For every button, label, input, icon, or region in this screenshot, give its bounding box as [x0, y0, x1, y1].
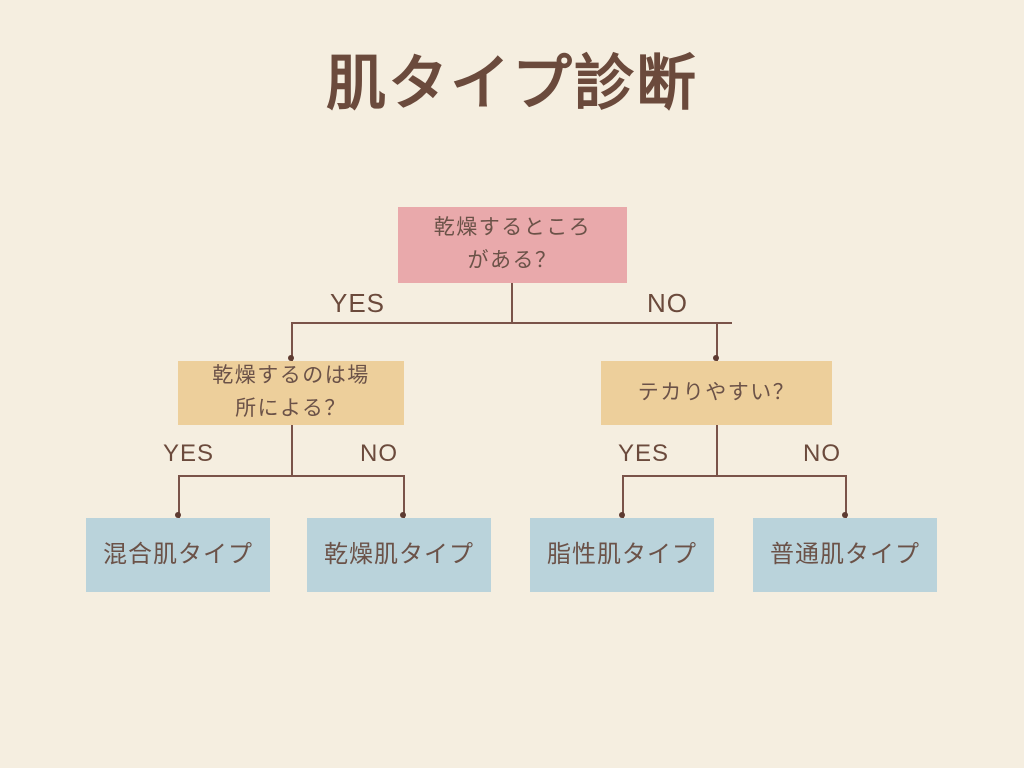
edge-label-right-yes: YES	[618, 440, 670, 467]
connector-root-split	[291, 322, 732, 324]
result-oily-text: 脂性肌タイプ	[547, 541, 697, 569]
question-node-left[interactable]: 乾燥するのは場 所による？	[178, 361, 404, 425]
arrowhead-root-to-right	[713, 355, 719, 361]
connector-left-to-result1	[178, 475, 180, 518]
connector-left-split	[178, 475, 404, 477]
question-root-text: 乾燥するところ がある？	[433, 216, 592, 272]
edge-label-left-no: NO	[360, 440, 398, 467]
question-node-right[interactable]: テカりやすい？	[601, 361, 832, 425]
arrowhead-root-to-left	[288, 355, 294, 361]
arrowhead-right-to-result4	[842, 512, 848, 518]
edge-label-left-yes: YES	[163, 440, 215, 467]
edge-label-root-yes: YES	[330, 288, 386, 318]
edge-label-root-no: NO	[647, 288, 688, 318]
connector-right-to-result4	[845, 475, 847, 518]
connector-left-stem	[291, 425, 293, 475]
connector-left-to-result2	[403, 475, 405, 518]
connector-right-to-result3	[622, 475, 624, 518]
connector-right-stem	[716, 425, 718, 475]
question-left-text: 乾燥するのは場 所による？	[212, 364, 370, 420]
connector-root-stem	[511, 283, 513, 322]
page-title: 肌タイプ診断	[326, 50, 698, 117]
arrowhead-left-to-result1	[175, 512, 181, 518]
connector-right-split	[622, 475, 846, 477]
arrowhead-left-to-result2	[400, 512, 406, 518]
result-node-normal[interactable]: 普通肌タイプ	[753, 518, 937, 592]
result-node-oily[interactable]: 脂性肌タイプ	[530, 518, 714, 592]
question-right-text: テカりやすい？	[637, 380, 796, 404]
result-node-dry[interactable]: 乾燥肌タイプ	[307, 518, 491, 592]
connector-root-to-left	[291, 322, 293, 361]
result-combination-text: 混合肌タイプ	[103, 541, 253, 569]
question-node-root[interactable]: 乾燥するところ がある？	[398, 207, 627, 283]
result-normal-text: 普通肌タイプ	[770, 541, 920, 569]
result-dry-text: 乾燥肌タイプ	[324, 541, 474, 569]
connector-root-to-right	[716, 322, 718, 361]
arrowhead-right-to-result3	[619, 512, 625, 518]
result-node-combination[interactable]: 混合肌タイプ	[86, 518, 270, 592]
edge-label-right-no: NO	[803, 440, 841, 467]
